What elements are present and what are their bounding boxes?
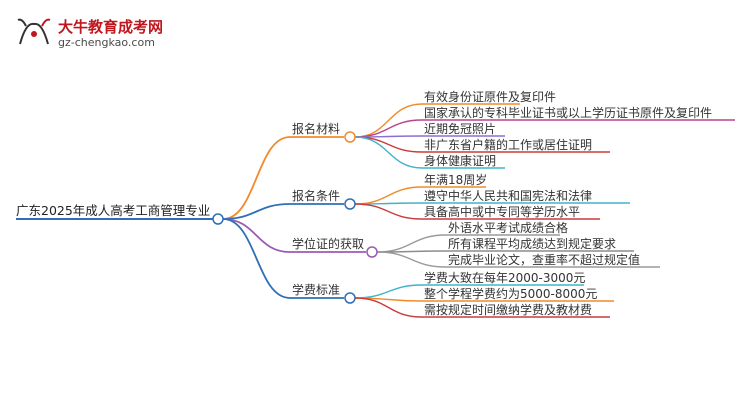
branch-1-child-2-edge bbox=[354, 119, 423, 138]
site-logo[interactable]: 大牛教育成考网 gz-chengkao.com bbox=[16, 14, 166, 54]
branch-1-child-3-label: 近期免冠照片 bbox=[424, 121, 496, 136]
branch-4-edge bbox=[222, 218, 291, 299]
branch-1-child-1-label: 有效身份证原件及复印件 bbox=[424, 89, 556, 104]
mindmap-edges bbox=[16, 103, 735, 318]
branch-4-child-3-edge bbox=[354, 297, 423, 318]
branch-1-child-5-edge bbox=[354, 136, 423, 169]
branch-3-edge bbox=[222, 218, 291, 253]
branch-4-dot[interactable] bbox=[344, 292, 356, 304]
branch-2-child-2-label: 遵守中华人民共和国宪法和法律 bbox=[424, 188, 592, 203]
branch-3-label: 学位证的获取 bbox=[292, 236, 364, 251]
branch-3-dot[interactable] bbox=[366, 246, 378, 258]
branch-4-label: 学费标准 bbox=[292, 282, 340, 297]
branch-2-edge bbox=[222, 203, 291, 220]
branch-1-child-2-label: 国家承认的专科毕业证书或以上学历证书原件及复印件 bbox=[424, 105, 712, 120]
branch-1-child-4-label: 非广东省户籍的工作或居住证明 bbox=[424, 137, 592, 152]
root-node-label: 广东2025年成人高考工商管理专业 bbox=[16, 203, 210, 218]
branch-4-child-1-edge bbox=[354, 284, 423, 299]
branch-3-child-1-edge bbox=[376, 234, 447, 253]
branch-2-child-3-label: 具备高中或中专同等学历水平 bbox=[424, 204, 580, 219]
branch-2-label: 报名条件 bbox=[292, 188, 340, 203]
branch-2-child-3-edge bbox=[354, 203, 423, 220]
root-node-dot[interactable] bbox=[212, 213, 224, 225]
branch-1-child-4-edge bbox=[354, 136, 423, 153]
branch-1-dot[interactable] bbox=[344, 131, 356, 143]
bull-logo-icon bbox=[17, 18, 51, 45]
branch-2-dot[interactable] bbox=[344, 198, 356, 210]
branch-2-child-1-label: 年满18周岁 bbox=[424, 172, 487, 187]
branch-2-child-1-edge bbox=[354, 186, 423, 205]
logo-url: gz-chengkao.com bbox=[58, 36, 155, 49]
branch-1-child-5-label: 身体健康证明 bbox=[424, 153, 496, 168]
branch-3-child-3-edge bbox=[376, 251, 447, 268]
branch-3-child-3-label: 完成毕业论文，查重率不超过规定值 bbox=[448, 252, 640, 267]
logo-title: 大牛教育成考网 bbox=[58, 18, 164, 36]
branch-4-child-2-label: 整个学程学费约为5000-8000元 bbox=[424, 286, 597, 301]
branch-4-child-1-label: 学费大致在每年2000-3000元 bbox=[424, 270, 585, 285]
mindmap-nodes: 广东2025年成人高考工商管理专业 报名材料 有效身份证原件及复印件国家承认的专科毕… bbox=[16, 89, 712, 317]
branch-3-child-2-label: 所有课程平均成绩达到规定要求 bbox=[448, 236, 616, 251]
branch-1-edge bbox=[222, 136, 291, 220]
branch-3-child-1-label: 外语水平考试成绩合格 bbox=[448, 220, 568, 235]
branch-4-child-3-label: 需按规定时间缴纳学费及教材费 bbox=[424, 302, 592, 317]
branch-1-label: 报名材料 bbox=[292, 121, 340, 136]
